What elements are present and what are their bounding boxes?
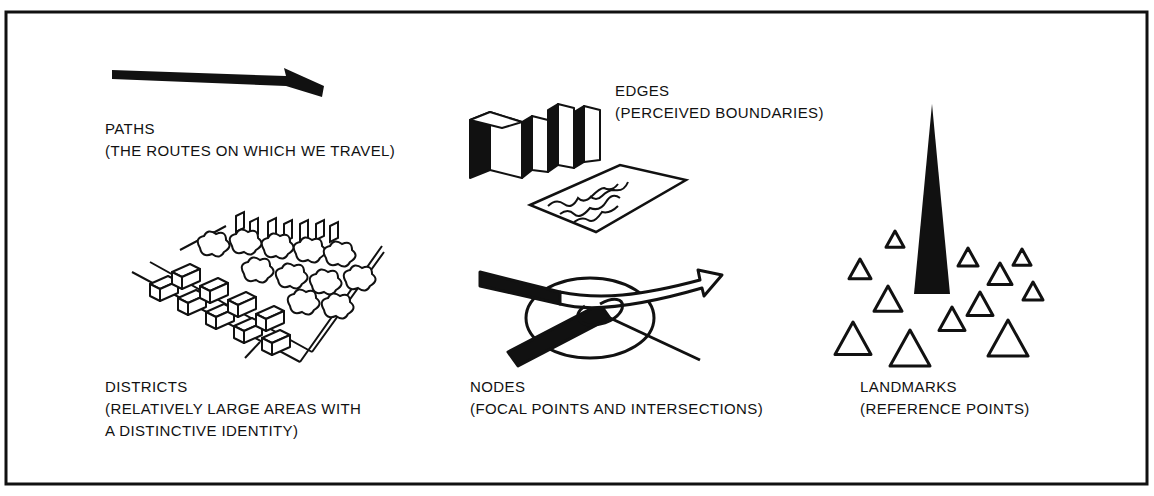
element-name: PATHS xyxy=(105,118,155,140)
house xyxy=(228,292,256,317)
element-description: (FOCAL POINTS AND INTERSECTIONS) xyxy=(470,398,763,420)
element-name: DISTRICTS xyxy=(105,376,188,398)
triangle xyxy=(939,307,965,330)
triangle xyxy=(1023,282,1043,300)
house xyxy=(172,264,200,289)
house xyxy=(200,278,228,303)
element-description: (PERCEIVED BOUNDARIES) xyxy=(615,102,824,124)
element-description: (RELATIVELY LARGE AREAS WITH A DISTINCTI… xyxy=(105,398,361,442)
element-name: LANDMARKS xyxy=(860,376,957,398)
triangle xyxy=(835,322,871,354)
frame xyxy=(6,12,1147,484)
triangle xyxy=(849,259,871,279)
triangle xyxy=(890,330,930,366)
landmark-context xyxy=(835,231,1043,366)
edge-park xyxy=(530,165,686,232)
landmark-tower xyxy=(914,104,950,294)
house xyxy=(256,306,284,331)
element-description: (REFERENCE POINTS) xyxy=(860,398,1030,420)
edge-buildings xyxy=(470,104,600,178)
triangle xyxy=(1013,249,1031,265)
triangle xyxy=(988,263,1012,285)
district-houses xyxy=(150,264,290,355)
house xyxy=(262,330,290,355)
triangle xyxy=(886,231,904,247)
path-arrow xyxy=(112,68,324,97)
triangle xyxy=(958,248,978,266)
district-map xyxy=(132,212,384,362)
triangle xyxy=(967,292,993,315)
node-intersection xyxy=(480,270,722,366)
element-name: NODES xyxy=(470,376,525,398)
triangle xyxy=(874,286,902,311)
element-name: EDGES xyxy=(615,80,670,102)
element-description: (THE ROUTES ON WHICH WE TRAVEL) xyxy=(105,140,395,162)
triangle xyxy=(988,320,1028,356)
